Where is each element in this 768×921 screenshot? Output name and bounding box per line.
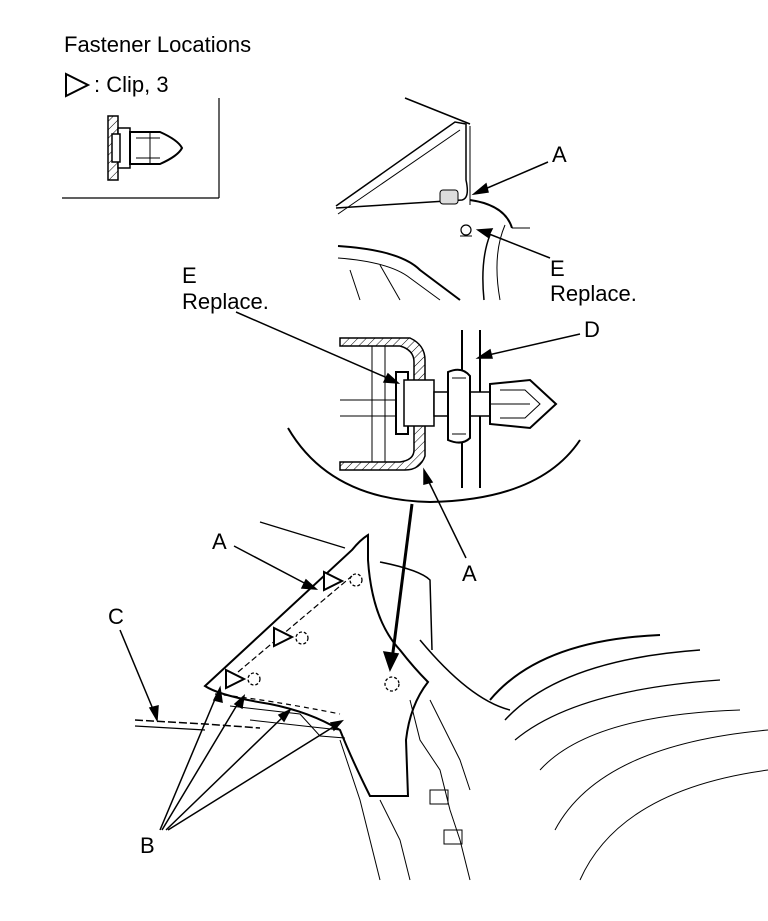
label-a-detail: A [462, 561, 477, 586]
label-d: D [584, 317, 600, 342]
label-e-left-note: Replace. [182, 289, 269, 314]
diagram-title: Fastener Locations [64, 32, 252, 57]
upper-vehicle-view [335, 97, 530, 301]
label-e-left: E [182, 263, 197, 288]
clip-holes [247, 573, 400, 692]
label-b: B [140, 833, 155, 858]
clip-marker-icon-3 [225, 668, 247, 690]
clip-inset [62, 98, 220, 199]
lower-bumper-view [134, 521, 768, 881]
clip-marker-icon-2 [273, 626, 295, 648]
label-e-right: E [550, 256, 565, 281]
legend-text: : Clip, 3 [94, 72, 169, 97]
legend-triangle-icon [65, 72, 91, 98]
label-e-right-note: Replace. [550, 281, 637, 306]
label-a-top: A [552, 142, 567, 167]
clip-marker-icon-1 [323, 570, 345, 592]
cross-section-detail [287, 330, 581, 504]
label-c: C [108, 604, 124, 629]
leader-lines [119, 161, 581, 831]
label-a-left: A [212, 529, 227, 554]
